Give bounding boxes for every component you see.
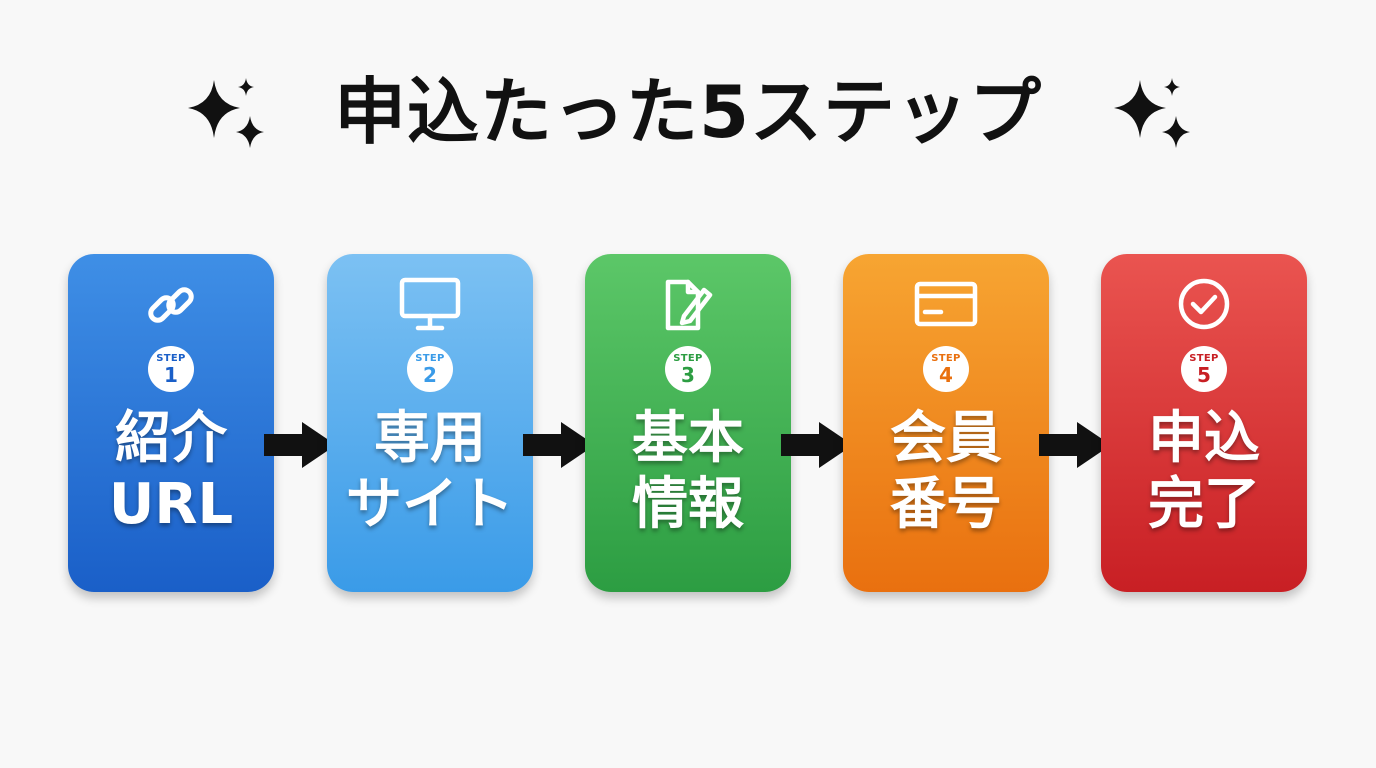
- step-badge-label: STEP: [156, 353, 186, 364]
- check-circle-icon: [1101, 276, 1307, 336]
- page-title: 申込たった5ステップ: [333, 70, 1043, 154]
- step-card-5: STEP 5 申込 完了: [1101, 254, 1307, 592]
- step-card-4: STEP 4 会員 番号: [843, 254, 1049, 592]
- step-badge-number: 4: [939, 363, 953, 387]
- arrow-right-icon: [262, 420, 338, 470]
- step-card-2: STEP 2 専用 サイト: [327, 254, 533, 592]
- step-card-1: STEP 1 紹介 URL: [68, 254, 274, 592]
- step-label: 専用 サイト: [346, 406, 514, 537]
- arrow-right-icon: [521, 420, 597, 470]
- monitor-icon: [327, 276, 533, 336]
- step-badge-number: 5: [1197, 363, 1211, 387]
- step-badge-label: STEP: [931, 353, 961, 364]
- sparkle-icon-right: [1110, 72, 1194, 152]
- sparkle-icon-left: [184, 72, 268, 152]
- link-icon: [68, 276, 274, 336]
- arrow-right-icon: [1037, 420, 1113, 470]
- step-badge-number: 3: [681, 363, 695, 387]
- step-badge-label: STEP: [1189, 353, 1219, 364]
- step-badge: STEP 1: [148, 346, 194, 392]
- step-badge: STEP 5: [1181, 346, 1227, 392]
- document-edit-icon: [585, 276, 791, 336]
- arrow-right-icon: [779, 420, 855, 470]
- step-badge: STEP 2: [407, 346, 453, 392]
- step-badge-number: 2: [423, 363, 437, 387]
- credit-card-icon: [843, 276, 1049, 336]
- step-label: 紹介 URL: [108, 406, 234, 537]
- step-badge: STEP 3: [665, 346, 711, 392]
- step-badge-number: 1: [164, 363, 178, 387]
- step-badge-label: STEP: [673, 353, 703, 364]
- step-card-3: STEP 3 基本 情報: [585, 254, 791, 592]
- step-badge-label: STEP: [415, 353, 445, 364]
- step-badge: STEP 4: [923, 346, 969, 392]
- step-label: 申込 完了: [1148, 406, 1260, 537]
- step-label: 会員 番号: [890, 406, 1002, 537]
- step-label: 基本 情報: [632, 406, 744, 537]
